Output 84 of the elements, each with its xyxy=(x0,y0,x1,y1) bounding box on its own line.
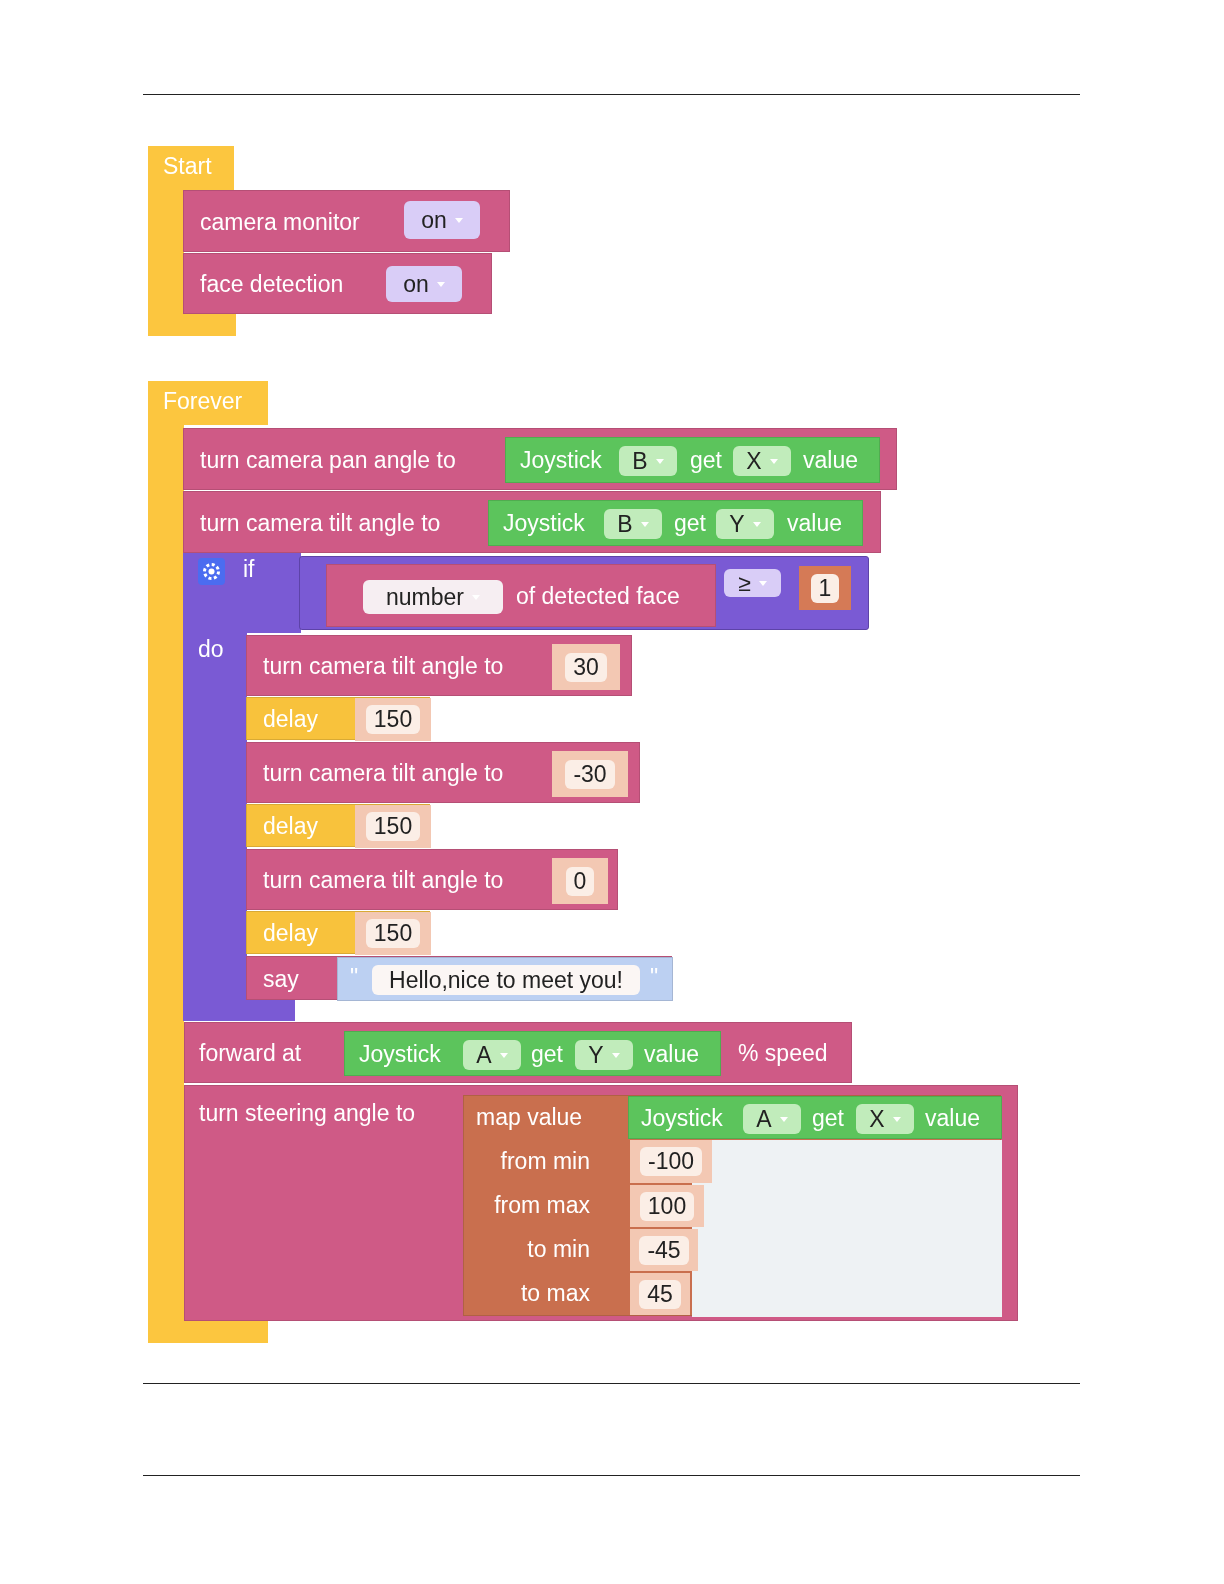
statement-block xyxy=(184,1022,852,1083)
reporter-block xyxy=(488,500,863,546)
block-label: Joystick xyxy=(503,510,585,537)
number-block: 150 xyxy=(355,805,431,848)
block-label: Joystick xyxy=(520,447,602,474)
block-label: delay xyxy=(263,813,318,840)
statement-block xyxy=(183,491,881,553)
number-block: 45 xyxy=(630,1273,690,1315)
dropdown-menu: Y xyxy=(716,509,774,539)
block-label: say xyxy=(263,966,299,993)
block-label: map value xyxy=(476,1104,583,1131)
hat-label: Forever xyxy=(163,388,243,415)
dropdown-menu: B xyxy=(619,446,677,476)
block-label: to max xyxy=(520,1280,590,1307)
dropdown-menu: ≥ xyxy=(724,569,781,597)
reporter-block xyxy=(505,437,880,483)
dropdown-menu: number xyxy=(363,580,503,614)
block-label: of detected face xyxy=(516,583,680,610)
number-block: -30 xyxy=(552,751,628,797)
statement-block xyxy=(183,190,510,252)
block-label: delay xyxy=(263,706,318,733)
dropdown-menu: X xyxy=(856,1104,914,1134)
block-label: get xyxy=(531,1041,563,1068)
statement-block xyxy=(183,428,897,490)
block-label: get xyxy=(690,447,722,474)
quote-mark: " xyxy=(350,964,359,991)
dropdown-menu: X xyxy=(733,446,791,476)
block-label: value xyxy=(803,447,858,474)
block-label: to min xyxy=(527,1236,590,1263)
block-label: if xyxy=(243,556,255,583)
block-label: value xyxy=(787,510,842,537)
number-block: -45 xyxy=(630,1229,698,1271)
block-label: turn camera pan angle to xyxy=(200,447,456,474)
if-block xyxy=(183,553,869,1021)
block-label: from min xyxy=(500,1148,590,1175)
block-label: camera monitor xyxy=(200,209,360,236)
block-label: from max xyxy=(494,1192,590,1219)
block-label: get xyxy=(674,510,706,537)
statement-block xyxy=(246,956,672,1000)
statement-block xyxy=(184,1085,1018,1321)
reporter-block xyxy=(344,1031,721,1076)
number-block: -100 xyxy=(630,1140,712,1183)
reporter-block xyxy=(326,564,716,627)
number-block: 1 xyxy=(799,566,851,610)
number-block: 150 xyxy=(355,698,431,741)
block-label: Joystick xyxy=(641,1105,723,1132)
statement-block xyxy=(246,742,640,803)
statement-block xyxy=(246,635,632,696)
text-field: Hello,nice to meet you! xyxy=(372,965,640,995)
hat-label: Start xyxy=(163,153,212,180)
dropdown-menu: Y xyxy=(575,1040,633,1070)
statement-block xyxy=(246,911,430,954)
block-label: turn camera tilt angle to xyxy=(263,653,504,680)
block-label: turn camera tilt angle to xyxy=(200,510,441,537)
dropdown-menu: A xyxy=(743,1104,801,1134)
block-label: do xyxy=(198,636,224,663)
block-label: value xyxy=(644,1041,699,1068)
number-block: 0 xyxy=(552,858,608,904)
number-block: 30 xyxy=(552,644,620,690)
dropdown-menu: A xyxy=(463,1040,521,1070)
block-label: turn camera tilt angle to xyxy=(263,760,504,787)
text-block xyxy=(337,957,673,1001)
block-label: face detection xyxy=(200,271,344,298)
comparison-block xyxy=(299,556,869,630)
dropdown-menu: on xyxy=(404,201,480,239)
dropdown-menu: on xyxy=(386,266,462,302)
statement-block xyxy=(183,253,492,314)
block-label: turn steering angle to xyxy=(199,1100,416,1127)
block-label: turn camera tilt angle to xyxy=(263,867,504,894)
number-block: 100 xyxy=(630,1185,704,1227)
block-label: Joystick xyxy=(359,1041,441,1068)
statement-block xyxy=(246,804,430,847)
block-label: forward at xyxy=(199,1040,302,1067)
reporter-block xyxy=(628,1096,1002,1139)
block-label: % speed xyxy=(738,1040,828,1067)
block-label: get xyxy=(812,1105,844,1132)
quote-mark: " xyxy=(650,964,659,991)
block-label: delay xyxy=(263,920,318,947)
reporter-block xyxy=(463,1095,1001,1316)
number-block: 150 xyxy=(355,912,431,955)
dropdown-menu: B xyxy=(604,509,662,539)
statement-block xyxy=(246,697,430,740)
statement-block xyxy=(246,849,618,910)
block-label: value xyxy=(925,1105,980,1132)
